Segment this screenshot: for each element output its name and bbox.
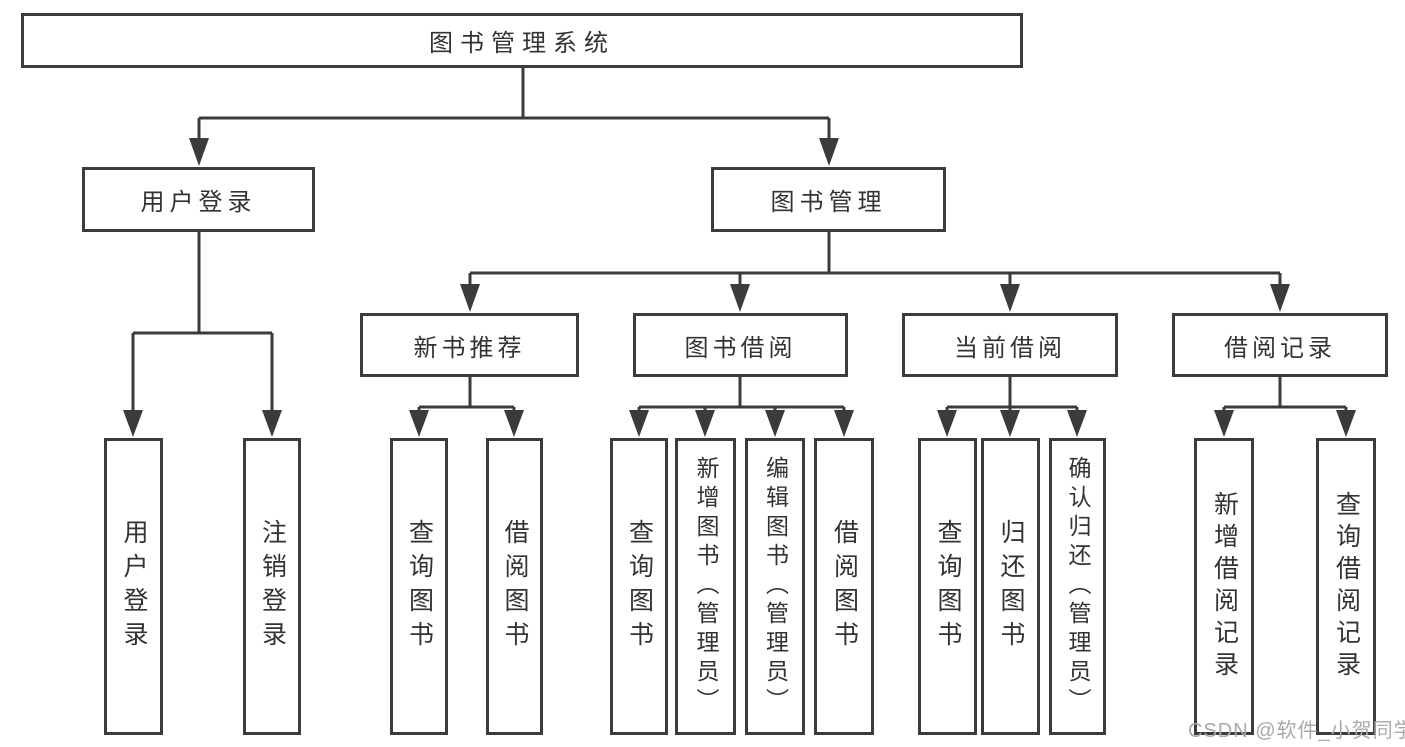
- node-label: 借阅记录: [1224, 334, 1336, 362]
- leaf-label: 编辑图书（管理员）: [762, 456, 789, 717]
- leaf-label: 新增图书（管理员）: [693, 456, 719, 717]
- leaf-confirm-return-admin: 确认归还（管理员）: [1049, 438, 1106, 735]
- node-label: 当前借阅: [954, 334, 1066, 362]
- leaf-borrow-book-1: 借阅图书: [486, 438, 543, 735]
- csdn-watermark: CSDN @软件_小贺同学: [1188, 720, 1405, 742]
- node-label: 图书管理: [770, 189, 887, 216]
- leaf-label: 新增借阅记录: [1210, 490, 1239, 683]
- leaf-label: 查询借阅记录: [1332, 490, 1361, 683]
- arrowheads: [123, 138, 1356, 437]
- node-user-login-group: 用户登录: [82, 167, 315, 232]
- leaf-label: 确认归还（管理员）: [1065, 456, 1091, 717]
- leaf-query-book-3: 查询图书: [918, 438, 977, 735]
- leaf-add-borrow-record: 新增借阅记录: [1194, 438, 1254, 735]
- node-label: 新书推荐: [413, 334, 526, 362]
- leaf-logout: 注销登录: [243, 438, 301, 735]
- leaf-user-login: 用户登录: [104, 438, 163, 735]
- leaf-borrow-book-2: 借阅图书: [814, 438, 874, 735]
- node-label: 图书管理系统: [429, 30, 615, 57]
- node-label: 图书借阅: [684, 334, 797, 362]
- leaf-add-book-admin: 新增图书（管理员）: [675, 438, 736, 735]
- node-new-book-recommend: 新书推荐: [360, 313, 579, 377]
- leaf-label: 查询图书: [405, 518, 434, 655]
- node-book-borrowing: 图书借阅: [633, 313, 848, 377]
- leaf-label: 查询图书: [934, 518, 962, 655]
- leaf-label: 归还图书: [997, 518, 1025, 655]
- leaf-query-book-1: 查询图书: [390, 438, 448, 735]
- leaf-query-book-2: 查询图书: [610, 438, 668, 735]
- node-borrowing-records: 借阅记录: [1172, 313, 1388, 377]
- leaf-label: 注销登录: [258, 518, 287, 655]
- node-library-management-system: 图书管理系统: [21, 13, 1023, 68]
- node-book-management: 图书管理: [711, 167, 946, 232]
- leaf-edit-book-admin: 编辑图书（管理员）: [745, 438, 805, 735]
- leaf-label: 查询图书: [625, 518, 654, 655]
- leaf-label: 用户登录: [120, 518, 148, 655]
- leaf-return-book: 归还图书: [981, 438, 1040, 735]
- leaf-label: 借阅图书: [830, 518, 859, 655]
- node-label: 用户登录: [140, 189, 257, 216]
- node-current-borrowing: 当前借阅: [902, 313, 1118, 377]
- leaf-label: 借阅图书: [501, 518, 529, 655]
- leaf-query-borrow-record: 查询借阅记录: [1316, 438, 1376, 735]
